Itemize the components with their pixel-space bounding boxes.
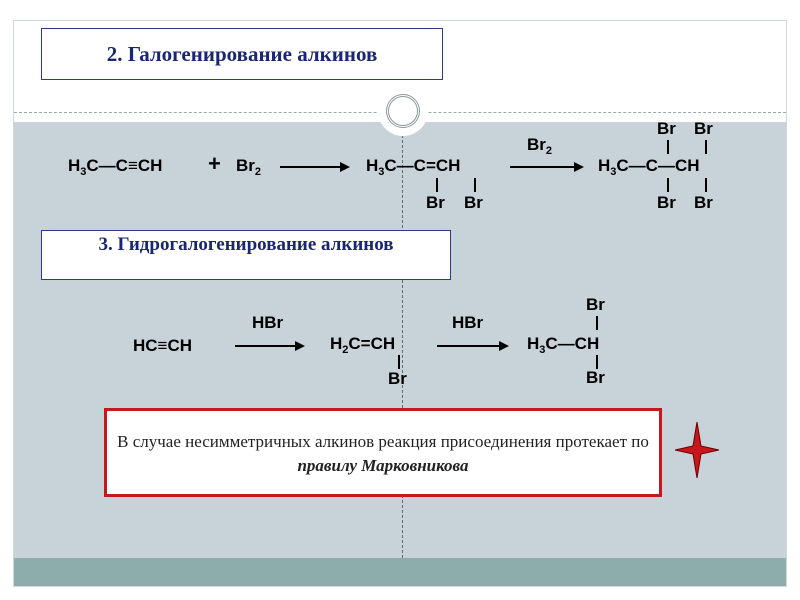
arrow-label: HBr [252, 313, 284, 332]
dibromoethane-formula: H3C—CH [527, 334, 600, 357]
acetylene-formula: HC≡CH [133, 336, 193, 355]
reaction-arrow [437, 341, 509, 351]
reaction-arrow [280, 162, 350, 172]
bond [596, 355, 598, 369]
section-title-halogenation: 2. Галогенирование алкинов [41, 28, 443, 80]
vertical-divider [402, 130, 403, 558]
footer-band [14, 558, 786, 586]
bromine-atom: Br [657, 193, 676, 212]
note-text: В случае несимметричных алкинов реакция … [117, 432, 649, 451]
bromine-atom: Br [586, 295, 605, 314]
plus-sign: + [208, 151, 221, 176]
reaction-arrow [510, 162, 584, 172]
section-title-hydrohalogenation: 3. Гидрогалогенирование алкинов [41, 230, 451, 280]
tetrabromopropane-formula: H3C—C—CH [598, 156, 700, 179]
arrow-label: HBr [452, 313, 484, 332]
star-icon [675, 422, 719, 478]
note-emphasis: правилу Марковникова [297, 456, 469, 475]
bromine-reagent: Br2 [236, 156, 262, 179]
markovnikov-note: В случае несимметричных алкинов реакция … [104, 408, 662, 497]
bromine-atom: Br [464, 193, 483, 212]
bond [436, 178, 438, 192]
propyne-formula: H3C—C≡CH [68, 156, 163, 179]
bromine-atom: Br [586, 368, 605, 387]
bond [667, 140, 669, 154]
reaction-arrow [235, 341, 305, 351]
bond [705, 178, 707, 192]
bromine-atom: Br [694, 193, 713, 212]
dibromopropene-formula: H3C—C=CH [366, 156, 461, 179]
bond [474, 178, 476, 192]
ring-ornament-icon [378, 86, 428, 136]
bromine-atom: Br [426, 193, 445, 212]
arrow-label: Br2 [527, 135, 553, 158]
bromine-atom: Br [388, 369, 407, 388]
bond [705, 140, 707, 154]
bromine-atom: Br [694, 119, 713, 138]
bond [596, 316, 598, 330]
bond [398, 355, 400, 369]
vinyl-bromide-formula: H2C=CH [330, 334, 396, 357]
bromine-atom: Br [657, 119, 676, 138]
bond [667, 178, 669, 192]
